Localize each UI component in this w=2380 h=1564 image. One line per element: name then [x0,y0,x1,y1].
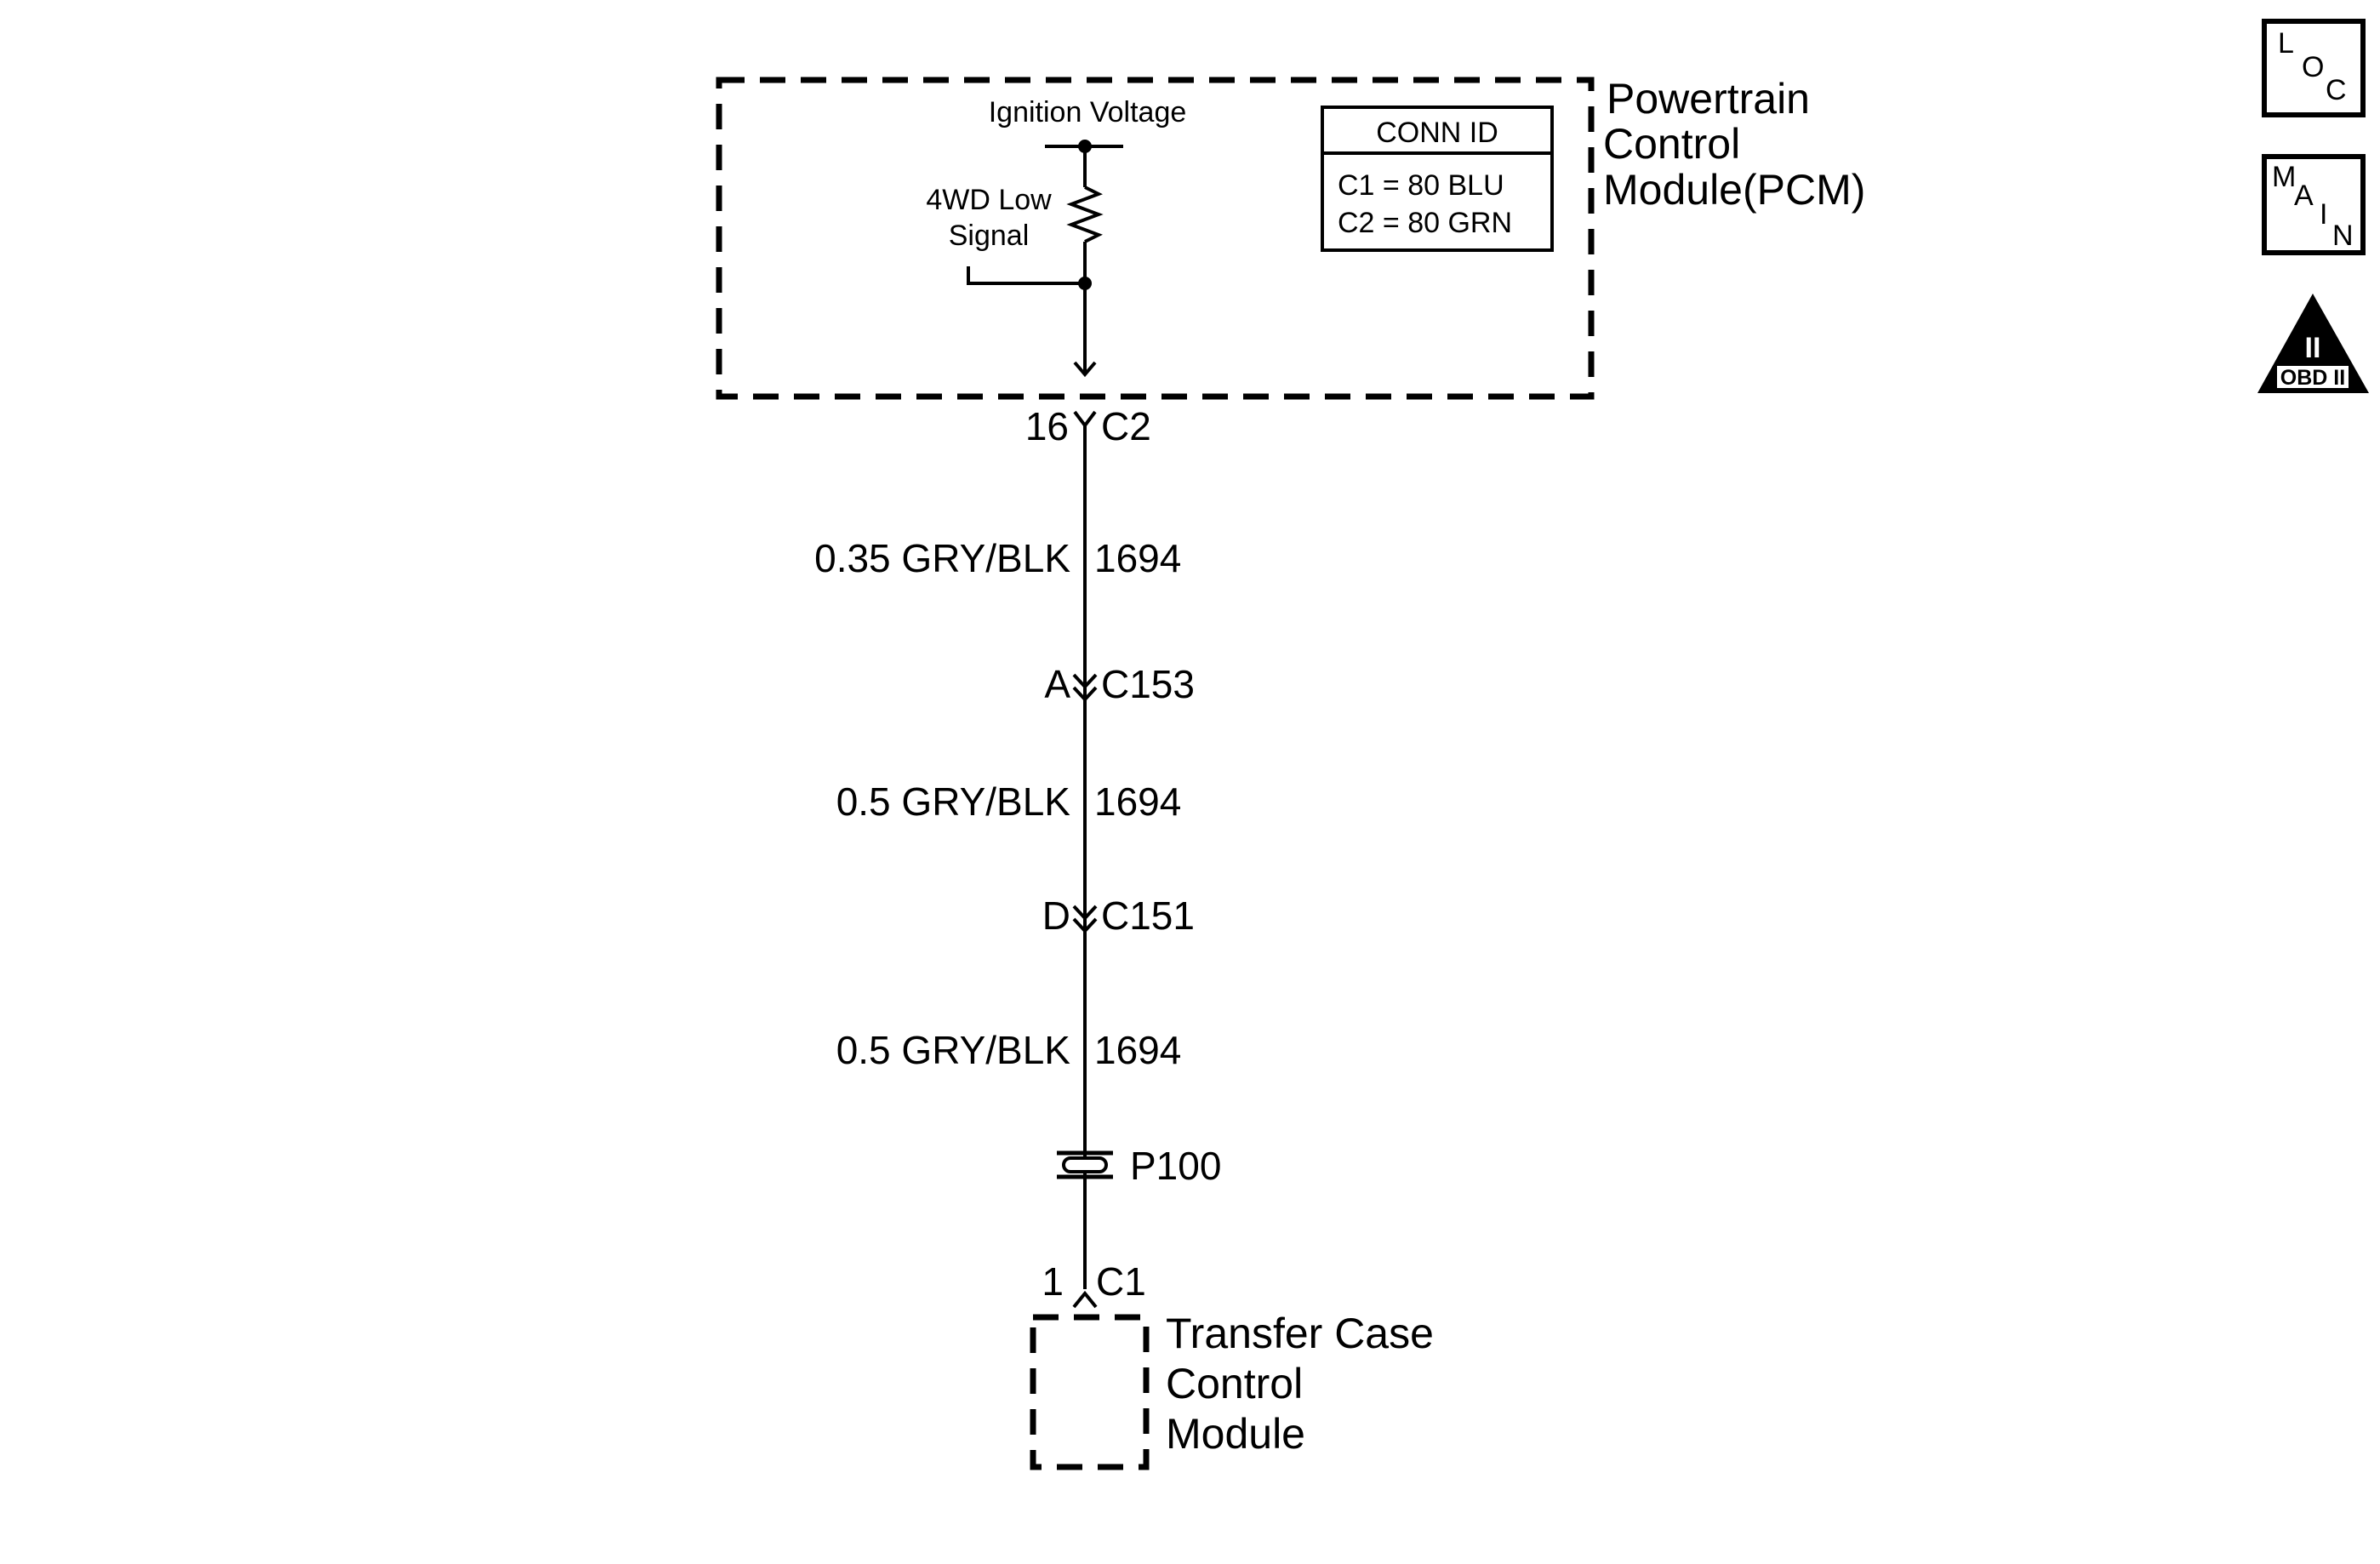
connector-c1-symbol [1072,1290,1098,1309]
pcm-name-line2: Control [1603,120,1740,168]
signal-label-line2: Signal [949,220,1030,252]
loc-icon-letter-l: L [2278,27,2294,60]
connector-c151-symbol-lower [1072,917,1098,933]
connector-c2: 16 C2 [1025,404,1151,448]
conn-id-table: CONN ID C1 = 80 BLU C2 = 80 GRN [1321,106,1554,252]
wire3-gauge-color: 0.5 GRY/BLK [836,1028,1071,1072]
obd-ii-label-box [2277,366,2349,388]
wire2-circuit: 1694 [1094,779,1181,824]
main-icon-letter-m: M [2272,161,2296,193]
p100-label: P100 [1130,1144,1221,1188]
ignition-voltage-label: Ignition Voltage [989,96,1187,128]
pullup-resistor-icon [1066,186,1104,243]
pcm-dashed-outline [716,77,1595,400]
main-icon[interactable]: M A I N [2262,154,2366,255]
pcm-name-line3: Module(PCM) [1603,166,1865,214]
wire3-circuit: 1694 [1094,1028,1181,1072]
loc-icon-letter-o: O [2302,51,2324,83]
conn-id-border [1321,106,1554,252]
tccm-name-line2: Control [1166,1360,1303,1407]
obd-ii-label: OBD II [2280,366,2345,390]
main-icon-letter-i: I [2320,198,2327,231]
connector-c153-symbol-upper [1072,673,1098,689]
wire1-gauge-color: 0.35 GRY/BLK [814,536,1070,580]
signal-label-line1: 4WD Low [926,184,1052,216]
wire2-gauge-color: 0.5 GRY/BLK [836,779,1071,824]
pcm-module: Ignition Voltage 4WD Low Signal CONN ID … [716,75,1865,400]
connector-c153-name: C153 [1101,662,1195,706]
connector-c153-symbol-lower [1072,686,1098,702]
conn-id-c1: C1 = 80 BLU [1338,169,1504,202]
connector-c1-pin: 1 [1042,1259,1064,1304]
connector-c1-name: C1 [1096,1259,1146,1304]
tccm-name-line1: Transfer Case [1166,1310,1434,1357]
loc-icon-letter-c: C [2326,74,2347,106]
connector-c153: A C153 [1044,662,1195,706]
main-icon-letter-a: A [2294,180,2314,212]
p100-grommet [1062,1156,1108,1173]
conn-id-c2: C2 = 80 GRN [1338,207,1512,239]
obd-ii-roman: II [2305,332,2321,364]
loc-icon[interactable]: L O C [2262,19,2366,117]
connector-c2-symbol [1073,410,1097,429]
connector-c2-name: C2 [1101,404,1151,448]
tccm-module: Transfer Case Control Module [1030,1310,1434,1470]
conn-id-title: CONN ID [1376,117,1498,149]
wire1-circuit: 1694 [1094,536,1181,580]
connector-c1: 1 C1 [1042,1259,1146,1309]
down-arrow-icon [1073,361,1097,378]
connector-c151-pin: D [1042,893,1070,938]
connector-c151: D C151 [1042,893,1195,938]
tccm-dashed-outline [1030,1314,1150,1470]
signal-tap-wire [967,266,1085,285]
passthrough-p100: P100 [1057,1144,1221,1188]
tccm-name-line3: Module [1166,1410,1305,1458]
main-icon-letter-n: N [2332,220,2354,252]
connector-c2-pin: 16 [1025,404,1069,448]
pcm-name-line1: Powertrain [1607,75,1810,123]
main-icon-frame [2262,154,2366,255]
connector-c151-name: C151 [1101,893,1195,938]
connector-c151-symbol-upper [1072,905,1098,921]
connector-c153-pin: A [1044,662,1070,706]
obd-ii-icon[interactable]: II OBD II [2257,294,2369,393]
loc-icon-frame [2262,19,2366,117]
